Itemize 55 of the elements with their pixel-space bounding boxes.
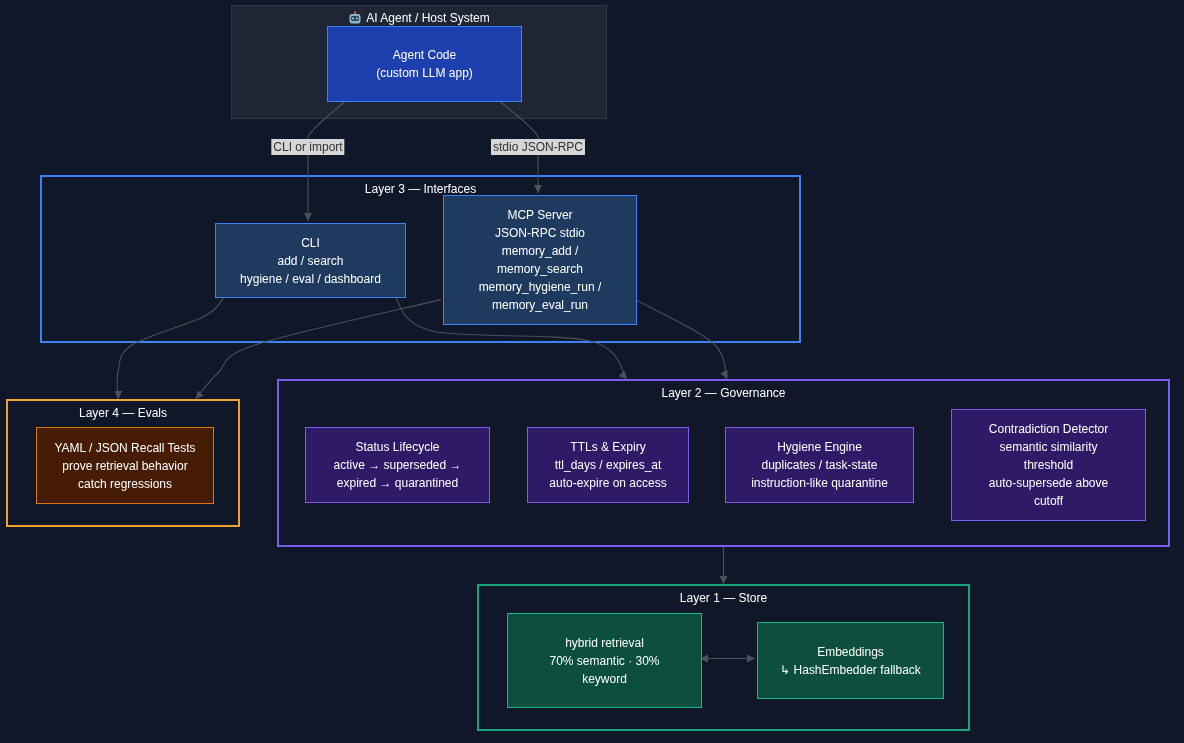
box-text: prove retrieval behavior [62,457,188,475]
edge-label: CLI or import [271,139,345,155]
box-text: ttl_days / expires_at [554,457,662,474]
process-box [507,613,702,708]
box-heading: Hygiene Engine [777,439,862,456]
box-text: hygiene / eval / dashboard [240,270,381,288]
box-heading: Status Lifecycle [355,439,440,456]
box-heading: YAML / JSON Recall Tests [54,439,196,457]
layer-group [40,175,801,343]
box-text: instruction-like quarantine [751,475,888,492]
box-text: auto-supersede above cutoff [987,475,1110,510]
arrow [634,299,729,380]
box-heading: MCP Server [507,207,573,224]
layer-group [6,399,240,527]
box-text: ↳ HashEmbedder fallback [780,661,921,679]
box-heading: Contradiction Detector [988,421,1109,438]
box-text: duplicates / task-state [761,457,878,474]
box-heading: CLI [301,234,320,252]
layer-group [277,379,1170,547]
box-text: add / search [277,252,344,270]
box-heading: hybrid retrieval [565,634,644,652]
group-title: Layer 4 — Evals [78,405,167,422]
process-box [757,622,944,699]
box-text: memory_add / memory_search [496,243,584,278]
process-box [215,223,406,298]
arrow [195,299,442,400]
box-text: (custom LLM app) [376,65,473,82]
process-box [443,195,637,325]
group-title: Layer 1 — Store [679,590,768,607]
arrow [113,295,225,400]
box-heading: Embeddings [817,643,884,661]
box-text: catch regressions [77,475,172,493]
process-box [327,26,522,102]
process-box [725,427,914,503]
box-text: active → superseded → expired → quarantined [332,457,463,492]
box-heading: TTLs & Expiry [570,439,646,456]
arrow [393,295,628,380]
group-title: Layer 3 — Interfaces [364,181,477,198]
layer-group [477,584,970,731]
box-text: auto-expire on access [549,475,667,492]
group-title: Layer 2 — Governance [661,385,786,402]
box-text: 70% semantic · 30% keyword [548,652,661,688]
process-box [951,409,1146,521]
arrow [719,546,728,585]
box-text: memory_hygiene_run / memory_eval_run [477,279,603,314]
group-title: AI Agent / Host System [366,10,490,27]
double-arrow [699,654,756,663]
box-text: JSON-RPC stdio [495,225,585,242]
edge-label: stdio JSON-RPC [491,139,585,155]
process-box [527,427,689,503]
box-heading: Agent Code [392,47,457,64]
process-box [305,427,490,503]
arrow [303,100,347,222]
process-box [36,427,214,504]
system-group [231,5,607,119]
